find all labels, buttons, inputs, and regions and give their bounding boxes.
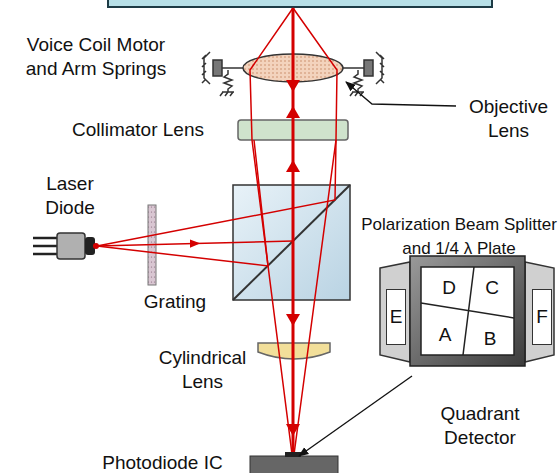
leader-line [299,376,412,456]
part-label: Polarization Beam Splitter and 1/4 λ Pla… [361,213,557,261]
part-label: Grating [132,290,218,314]
coil-magnet [364,60,373,76]
part-label: Cylindrical Lens [150,346,255,394]
lens-arm [222,67,243,69]
beam-direction-arrows [286,80,300,436]
photodiode-ic [250,456,338,473]
light-ray [195,241,293,244]
quadrant-letter: B [477,327,503,351]
quadrant-letter: D [436,276,462,300]
beam-arrow [286,160,300,172]
photodiode-sensor [285,452,301,457]
cell-letter: F [536,306,548,328]
detector-flap [380,262,410,362]
detector-cell-box: E [386,289,406,345]
part-label: Collimator Lens [48,118,228,142]
detector-face [421,267,514,355]
part-label: Quadrant Detector [410,402,550,450]
motor-bracket [202,52,210,84]
quadrant-letter: A [432,323,458,347]
detector-frame [410,256,525,366]
laser-pin [33,253,57,256]
part-label: Laser Diode [30,172,110,220]
motor-bracket [376,52,384,84]
coil-magnet [213,60,222,76]
detector-flap [525,262,554,362]
beam-arrow [286,106,300,118]
part-label: Photodiode IC [80,451,245,473]
lens-arm [343,67,364,69]
laser-body [57,233,85,259]
arm-spring [220,70,234,96]
optical-disc [108,0,492,7]
detector-cell-box: F [532,289,552,345]
beam-arrow [286,80,300,92]
laser-pin [33,245,57,248]
quadrant-letter: C [479,276,505,300]
quadrant-divider [421,303,514,318]
quadrant-detector-symbol [380,256,554,366]
leader-line [346,82,456,106]
laser-pin [33,237,57,240]
part-label: Voice Coil Motor and Arm Springs [12,33,180,81]
light-ray [250,8,293,462]
light-ray [293,8,337,462]
beam-arrow [286,424,300,436]
laser-diode-symbol [33,233,99,259]
cell-letter: E [390,306,403,328]
part-label: Objective Lens [460,95,557,143]
light-ray [97,140,268,266]
light-ray [97,244,195,247]
optical-axis-beam [292,8,295,460]
beam-arrow [286,314,300,326]
light-ray [97,140,336,246]
